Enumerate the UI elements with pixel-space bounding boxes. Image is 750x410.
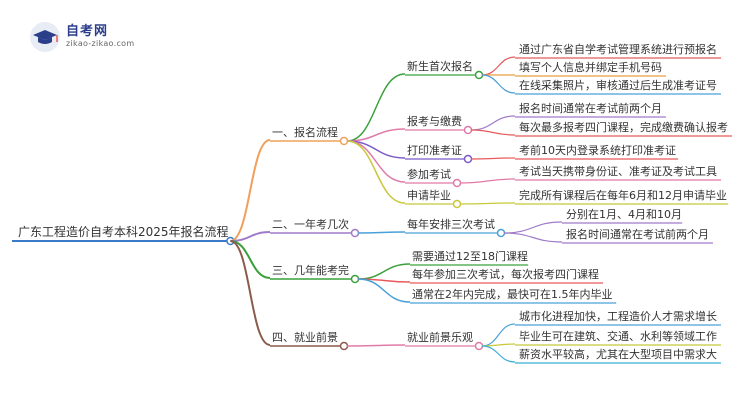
branch-connector-dot [350,228,360,238]
leaf-connector [481,56,516,76]
child-label[interactable]: 打印准考证 [407,143,462,157]
child-connector [346,344,406,347]
branch-label[interactable]: 三、几年能考完 [272,263,349,277]
leaf-label[interactable]: 城市化进程加快，工程造价人才需求增长 [519,309,717,323]
child-label[interactable]: 新生首次报名 [407,59,473,73]
child-connector-dot [463,154,473,164]
leaf-label[interactable]: 通过广东省自学考试管理系统进行预报名 [519,42,717,56]
child-connector [357,278,411,303]
leaf-connector [470,157,516,160]
leaf-connector [470,115,516,131]
child-label[interactable]: 报考与缴费 [407,114,462,128]
child-label[interactable]: 申请毕业 [407,189,451,202]
leaf-connector [481,323,516,347]
leaf-label[interactable]: 报名时间通常在考试前两个月 [566,227,709,241]
branch-connector [230,139,271,242]
leaf-connector [503,221,563,234]
leaf-label[interactable]: 完成所有课程后在每年6月和12月申请毕业 [519,188,727,202]
leaf-label[interactable]: 考试当天携带身份证、准考证及考试工具 [519,164,717,178]
leaf-label[interactable]: 毕业生可在建筑、交通、水利等领域工作 [519,329,717,343]
branch-label[interactable]: 一、报名流程 [272,125,338,139]
child-connector-dot [474,70,484,80]
branch-label[interactable]: 二、一年考几次 [272,217,349,231]
leaf-connector [503,232,563,243]
child-connector-dot [496,228,506,238]
branch-connector [230,240,271,346]
leaf-connector [459,202,516,205]
branch-label[interactable]: 四、就业前景 [272,330,338,344]
leaf-label[interactable]: 薪资水平较高，尤其在大型项目中需求大 [519,347,717,361]
graduation-cap-icon [30,22,60,52]
leaf-label[interactable]: 在线采集照片，审核通过后生成准考证号 [519,78,717,92]
leaf-label[interactable]: 填写个人信息并绑定手机号码 [519,60,662,74]
leaf-label[interactable]: 考前10天内登录系统打印准考证 [519,143,676,157]
logo-title: 自考网 [66,24,109,39]
leaf-label[interactable]: 每次最多报考四门课程，完成缴费确认报考 [519,120,728,134]
leaf-label[interactable]: 报名时间通常在考试前两个月 [519,101,662,115]
branch-connector-dot [339,136,349,146]
child-connector-dot [463,125,473,135]
leaf-label[interactable]: 分别在1月、4月和10月 [566,208,682,221]
branch-connector-dot [339,341,349,351]
leaf-connector [481,74,516,94]
root-node-label[interactable]: 广东工程造价自考本科2025年报名流程 [18,224,229,239]
child-label[interactable]: 参加考试 [407,167,451,181]
branch-connector [230,240,271,279]
child-label[interactable]: 每年安排三次考试 [407,217,495,231]
child-connector [357,231,406,234]
child-label[interactable]: 通常在2年内完成，最快可在1.5年内毕业 [412,287,613,301]
child-connector-dot [452,199,462,209]
leaf-connector [481,345,516,363]
branch-connector-dot [350,274,360,284]
child-label[interactable]: 就业前景乐观 [407,330,473,344]
site-logo[interactable]: 自考网 zikao-zikao.com [30,18,140,52]
logo-url: zikao-zikao.com [66,39,135,48]
leaf-connector [470,129,516,136]
child-connector [346,140,406,204]
child-label[interactable]: 需要通过12至18门课程 [412,249,528,263]
child-connector [346,140,406,183]
child-connector [357,263,411,280]
child-connector-dot [474,341,484,351]
child-connector [346,73,406,142]
leaf-connector [459,178,516,184]
child-label[interactable]: 每年参加三次考试，每次报考四门课程 [412,267,599,281]
child-connector-dot [452,178,462,188]
